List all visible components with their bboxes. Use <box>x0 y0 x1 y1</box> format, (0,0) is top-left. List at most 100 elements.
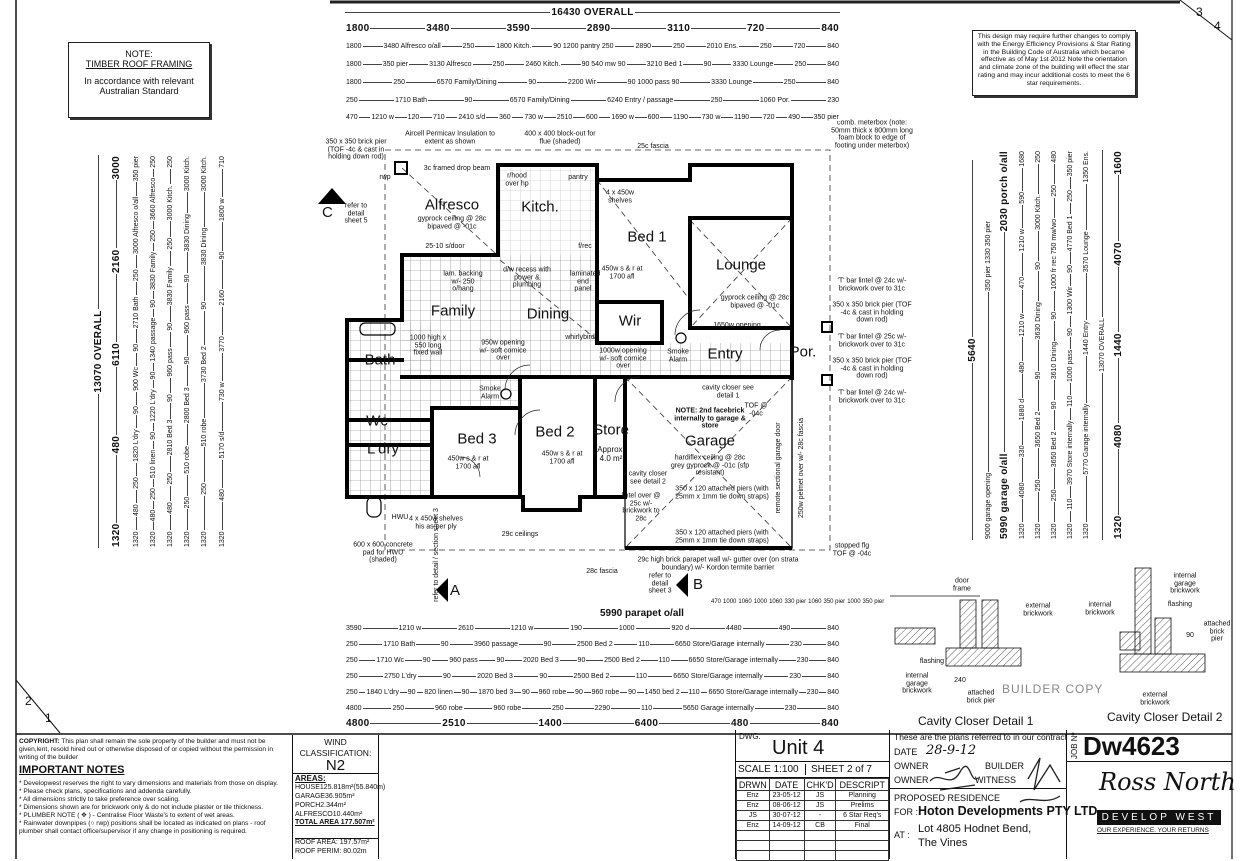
dimension-label: 1000 <box>752 599 769 605</box>
dimension-label: 90 <box>132 342 140 353</box>
dimension-column: 5640 <box>966 160 978 540</box>
room-laundry: L'dry <box>366 440 400 458</box>
dimension-label: 3000 Kitch. <box>183 155 191 193</box>
dimension-label: 90 <box>527 78 538 86</box>
dimension-label: 960 robe <box>590 688 621 696</box>
dimension-label: 840 <box>820 717 840 729</box>
dimension-label: 230 <box>826 96 840 104</box>
dimension-label: 250 <box>782 78 797 86</box>
pelmet-note: 250w pelmet over w/- 28c fascia <box>798 418 806 518</box>
dimension-column: 13070 OVERALL <box>1096 150 1108 540</box>
dimension-label: 4080 <box>1112 423 1124 449</box>
area-alfresco: ALFRESCO10.440m² <box>295 810 363 818</box>
room-family: Family <box>430 302 476 320</box>
dimension-label: 3610 Dining <box>1050 340 1058 381</box>
dimension-label: 90 <box>183 355 191 366</box>
dimension-label: 250 <box>491 60 506 68</box>
wind-classification-value: N2 <box>293 758 378 775</box>
dimension-label: 6240 Entry / passage <box>606 96 675 104</box>
dimension-label: 1680 <box>1018 150 1026 168</box>
dimension-label: 1210 w <box>397 624 423 632</box>
dimension-label: 2510 <box>441 717 467 729</box>
dimension-label: 960 robe <box>537 688 568 696</box>
dimension-label: 600 <box>646 113 661 121</box>
dimension-label: 250 <box>166 155 174 169</box>
dimension-label: 230 <box>795 656 810 664</box>
fixed-wall-note: 1000 high x 550 long fixed wall <box>409 334 447 357</box>
dimension-label: 2160 <box>110 248 122 274</box>
note-item: * PLUMBER NOTE ( ✥ ) - Centralise Floor … <box>19 811 235 819</box>
opening-note-2: 1000w opening w/- soft cornice over <box>599 347 647 370</box>
dimension-label: 590 <box>1018 191 1026 205</box>
dimension-label: 1710 Bath <box>382 640 417 648</box>
garage-door-note: remote sectional garage door <box>775 422 783 514</box>
bed3-window-note: 450w s & r at 1700 afl <box>447 455 489 470</box>
dimension-label: 3830 Dining <box>200 226 208 267</box>
drawing-info-panel: DWG. Unit 4 SCALE 1:100 SHEET 2 of 7 DRW… <box>735 730 890 861</box>
dimension-label: 1400 <box>537 717 563 729</box>
external-brickwork-label-1: external brickwork <box>1023 602 1053 617</box>
dimension-label: 90 <box>460 688 471 696</box>
col-header: CHK'D <box>803 778 837 791</box>
dimension-label: 510 robe <box>183 445 191 475</box>
dimension-label: 90 <box>463 96 474 104</box>
contract-text: These are the plans referred to in our c… <box>894 732 1067 742</box>
roof-note-title: NOTE: <box>125 49 153 59</box>
dimension-label: 480 <box>149 508 157 523</box>
dimension-label: 90 <box>200 300 208 311</box>
store-area: Approx. 4.0 m² <box>597 445 625 463</box>
sheet-mark-2: 2 <box>25 694 32 708</box>
opening-note-1: 950w opening w/- soft cornice over <box>479 339 527 362</box>
lintel-note: lintel over @ 25c w/- brickwork to 28c <box>621 492 661 523</box>
dimension-label: 2510 <box>555 113 574 121</box>
dimension-label: 90 <box>441 672 452 680</box>
dimension-label: 110 <box>637 640 651 648</box>
dimension-label: 3660 Alfresco <box>149 176 157 222</box>
dimension-label: 5640 <box>966 337 978 363</box>
notes-panel: COPYRIGHT: This plan shall remain the so… <box>16 735 293 859</box>
note-item: * All dimensions strictly to take prefer… <box>19 795 180 803</box>
wind-areas-panel: WIND CLASSIFICATION: N2 AREAS: HOUSE125.… <box>293 735 385 859</box>
dimension-label: 3830 Family <box>149 250 157 291</box>
dimension-label: 1320 <box>1082 522 1090 540</box>
dimension-label: 330 pier <box>783 599 808 605</box>
dimension-label: 960 pass <box>166 347 174 378</box>
dimension-label: 110 <box>639 704 654 712</box>
dimension-label: 230 <box>805 688 820 696</box>
dimension-label: 1690 w <box>610 113 635 121</box>
revision-cell: - <box>803 810 837 821</box>
revision-cell: JS <box>736 810 770 821</box>
dimension-label: 3960 passage <box>473 640 520 648</box>
dimension-label: 250 <box>345 656 359 664</box>
room-dining: Dining <box>526 305 570 323</box>
garage-facebrick-note: NOTE: 2nd facebrick internally to garage… <box>674 407 746 430</box>
stopped-flg-callout: stopped flg TOF @ -04c <box>832 542 872 557</box>
dimension-label: 3000 Kitch. <box>1034 193 1042 231</box>
attached-piers-note-1: 350 x 120 attached piers (with 25mm x 1m… <box>675 485 769 500</box>
parapet-overall-dim: 5990 parapet o/all <box>600 608 684 619</box>
area-garage: GARAGE36.905m² <box>295 793 355 800</box>
note-item: * Developwest reserves the right to vary… <box>19 779 278 787</box>
room-kitchen: Kitch. <box>521 198 559 216</box>
dimension-label: 110 <box>687 688 701 696</box>
dimension-label: 2460 Kitch. <box>524 60 562 68</box>
dimension-label: 250 <box>345 96 359 104</box>
dimension-label: 4070 <box>1112 241 1124 267</box>
note-item: * Rainwater downpipes (○ rwp) positions … <box>19 819 266 835</box>
dimension-label: 360 <box>497 113 512 121</box>
logo-script: Ross North <box>1099 768 1236 796</box>
dimension-label: 3650 Bed 2 <box>1050 430 1058 469</box>
dimension-label: 730 w <box>218 381 226 403</box>
section-a-marker: A <box>450 582 461 599</box>
detail-1-title: Cavity Closer Detail 1 <box>918 714 1034 728</box>
dimension-label: 2500 Bed 2 <box>603 656 641 664</box>
dimension-label: 480 <box>730 717 750 729</box>
